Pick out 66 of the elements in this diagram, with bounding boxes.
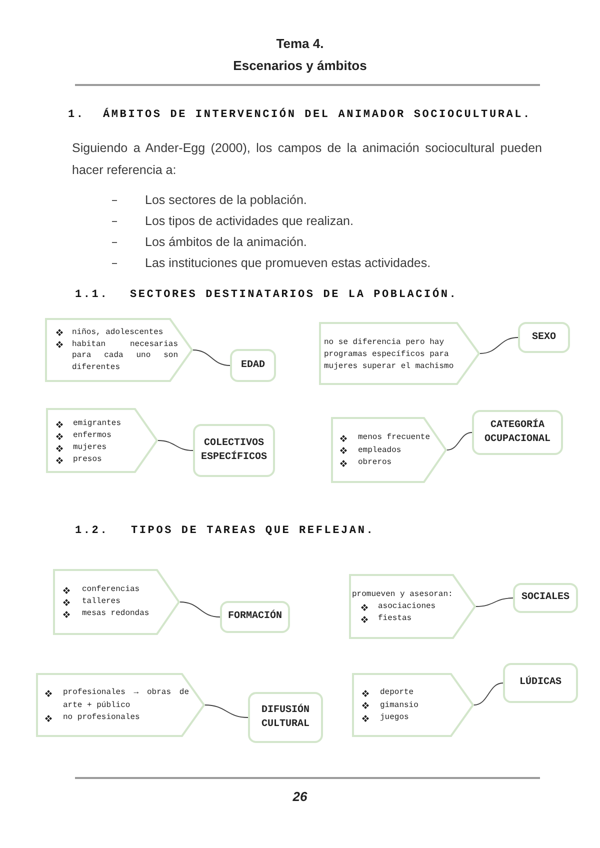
category-label: EDAD — [240, 358, 266, 372]
pentagon-callout — [53, 569, 180, 635]
body-paragraph: Siguiendo a Ander-Egg (2000), los campos de la animación sociocultural pueden hacer referencia a: — [72, 140, 542, 179]
pentagon-callout — [331, 417, 447, 483]
bullet-item-text: menos frecuente — [358, 432, 430, 444]
category-box — [220, 601, 290, 633]
category-label: CATEGORÍA OCUPACIONAL — [483, 418, 552, 446]
bullet-item-text: no profesionales — [63, 712, 140, 724]
callout-text: promueven y asesoran: — [352, 589, 453, 601]
category-label: FORMACIÓN — [226, 610, 283, 624]
pentagon-callout — [349, 574, 476, 639]
bullet-item-text: deporte — [380, 687, 414, 699]
list-item-text: Los tipos de actividades que realizan. — [145, 213, 354, 230]
connector-line — [474, 682, 504, 706]
bullet-item-text: talleres — [82, 596, 120, 608]
pentagon-callout — [46, 408, 158, 473]
list-item-text: Los sectores de la población. — [145, 192, 307, 209]
bullet-item-text: obreros — [358, 457, 392, 469]
category-box — [503, 663, 578, 703]
pentagon-callout — [319, 322, 480, 385]
connector-line — [446, 432, 472, 450]
connector-line — [192, 350, 230, 366]
category-label: SOCIALES — [520, 591, 570, 605]
bullet-item-text: mujeres — [73, 442, 107, 454]
subsection-number: 1.2. — [75, 524, 109, 539]
section-number: 1. — [68, 108, 85, 123]
bullet-item-text: habitan necesarias para cada uno son diferentes — [72, 338, 178, 373]
subsection-heading: TIPOS DE TAREAS QUE REFLEJAN. — [131, 524, 375, 539]
connector-line — [204, 704, 248, 718]
subsection-heading: SECTORES DESTINATARIOS DE LA POBLACIÓN. — [130, 287, 458, 303]
bullet-item-text: conferencias — [82, 584, 140, 596]
page-header-text: Tema 4. — [276, 35, 324, 53]
category-box — [248, 692, 323, 743]
pentagon-callout — [352, 673, 474, 737]
category-box — [472, 410, 563, 455]
bullet-item-text: fiestas — [378, 613, 412, 625]
category-box — [518, 322, 570, 353]
bullet-item-text: mesas redondas — [82, 608, 150, 620]
connector-line — [158, 440, 194, 451]
category-box — [230, 349, 276, 382]
category-label: DIFUSIÓN CULTURAL — [260, 704, 310, 732]
section-heading: ÁMBITOS DE INTERVENCIÓN DEL ANIMADOR SOCIOCULTURAL. — [103, 107, 532, 123]
bullet-item-text: asociaciones — [378, 601, 436, 613]
connector-line — [480, 337, 518, 354]
category-box — [193, 424, 275, 477]
category-label: LÚDICAS — [518, 676, 562, 690]
bullet-item-text: enfermos — [73, 430, 112, 442]
page-title: Escenarios y ámbitos — [233, 57, 367, 75]
category-label: SEXO — [530, 330, 557, 344]
category-label: COLECTIVOS ESPECÍFICOS — [200, 436, 268, 464]
pentagon-callout — [45, 318, 193, 382]
connector-line — [180, 602, 220, 618]
bullet-item-text: empleados — [358, 444, 402, 456]
category-box — [513, 583, 578, 613]
subsection-number: 1.1. — [75, 288, 109, 303]
bullet-item-text: niños, adolescentes — [72, 327, 164, 338]
pentagon-callout — [36, 673, 205, 737]
list-item-text: Los ámbitos de la animación. — [145, 234, 307, 251]
bullet-item-text: emigrantes — [73, 418, 122, 430]
bullet-item-text: presos — [73, 454, 102, 466]
bullet-item-text: juegos — [380, 712, 409, 724]
page-number: 26 — [292, 788, 308, 806]
list-item-text: Las instituciones que promueven estas actividades. — [145, 255, 431, 272]
connector-line — [476, 598, 514, 607]
callout-text: no se diferencia pero hay programas específicos para mujeres superar el machismo — [324, 337, 455, 373]
bullet-item-text: gimansio — [380, 700, 418, 712]
